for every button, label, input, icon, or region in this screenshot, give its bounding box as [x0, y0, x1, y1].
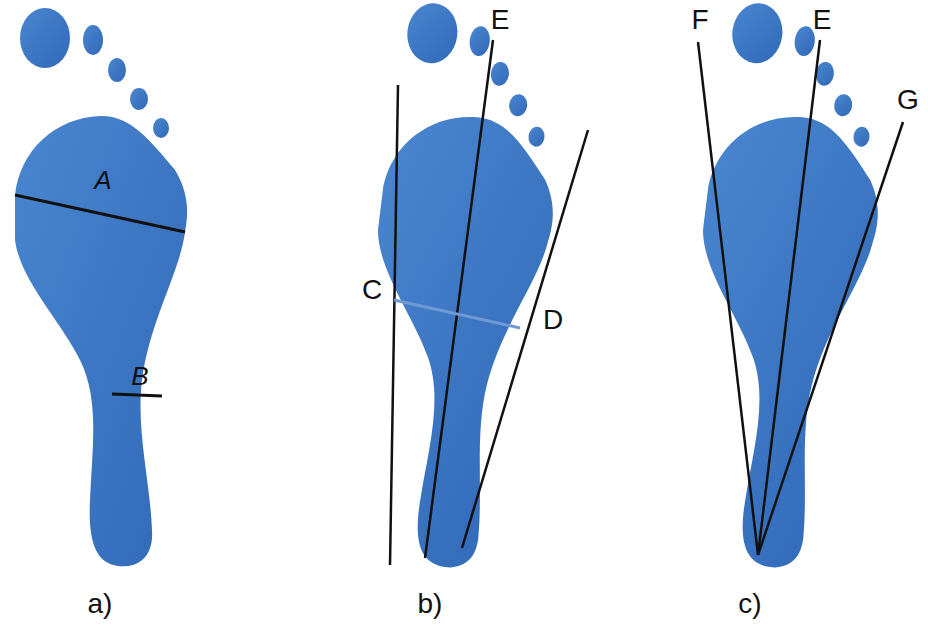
angle-line — [698, 42, 758, 555]
line-label: G — [897, 86, 919, 114]
line-label: F — [691, 6, 708, 34]
panel-label: a) — [88, 590, 113, 618]
dimension-label: A — [94, 167, 111, 193]
line-label: E — [491, 6, 510, 34]
tangent-line — [390, 85, 398, 565]
tangent-line — [462, 130, 588, 548]
angle-line — [758, 40, 820, 555]
angle-line — [758, 122, 903, 555]
point-label: C — [362, 276, 382, 304]
footprint — [663, 0, 902, 575]
dimension-label: B — [131, 363, 148, 389]
width-line — [394, 300, 520, 328]
width-line — [112, 394, 162, 396]
line-label: E — [813, 6, 832, 34]
width-line — [15, 195, 185, 232]
footprint — [15, 8, 187, 566]
point-label: D — [543, 306, 563, 334]
panel-label: b) — [418, 590, 443, 618]
panel-label: c) — [738, 590, 761, 618]
